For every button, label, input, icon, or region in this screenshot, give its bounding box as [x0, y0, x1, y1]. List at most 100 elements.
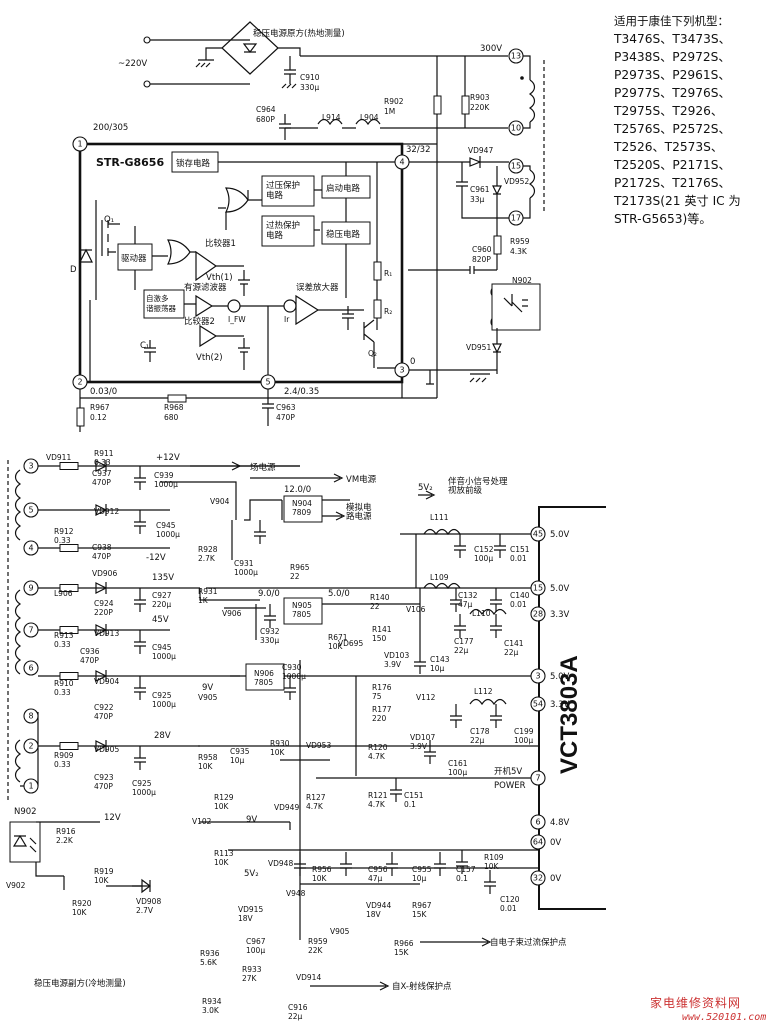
vd947-diode: [408, 156, 509, 168]
winding-dot: [520, 76, 524, 80]
primary-title: 稳压电源原方(热地测量): [253, 28, 345, 39]
l110-inductor: [469, 608, 507, 616]
c964-cap: [279, 114, 291, 140]
note-beam-protect: 自电子束过流保护点: [490, 937, 567, 948]
sec-pin-label: 1: [28, 782, 33, 791]
pin-15-label: 15: [511, 162, 521, 171]
component-label: V902: [6, 881, 26, 890]
block-reg-label: 稳压电路: [326, 229, 361, 240]
diode-glyph: [95, 460, 108, 472]
ic-pin-4: [394, 154, 410, 170]
component-label: VD914: [296, 973, 321, 982]
label-32-32: 32/32: [406, 145, 431, 155]
vct-pin: [530, 814, 546, 830]
err-amp-label: 误差放大器: [296, 282, 339, 293]
n902-wire: [35, 821, 100, 890]
label-003: 0.03/0: [90, 387, 117, 397]
ifw-label: I_FW: [228, 315, 246, 324]
component-label: VD949: [274, 803, 299, 812]
sec-pin-label: 9: [28, 584, 33, 593]
secondary-labels: +12V场电源VM电源5V₂伴音小信号处理视放前级模拟电路电源12.0/0135…: [6, 449, 567, 1021]
vct-pin-voltage: 5.0V: [550, 530, 570, 540]
q1-label: Q₁: [104, 215, 114, 225]
ground-symbol-3: [469, 373, 490, 383]
secondary-title: 稳压电源副方(冷地测量): [34, 978, 126, 989]
model-line: T2526、T2573S、: [614, 140, 724, 154]
rail-label-field_psu: 场电源: [250, 462, 276, 473]
or-gate-1: [225, 187, 249, 213]
model-line: P2172S、T2176S、: [614, 176, 731, 190]
sec-pin-label: 4: [28, 544, 33, 553]
note-xray-protect: 自X-射线保护点: [392, 981, 452, 992]
capacitor-glyph: [490, 588, 502, 612]
rail-label-v5: 5V₂: [418, 483, 433, 493]
sec-pin: [23, 708, 39, 724]
capacitor-glyph: [294, 852, 306, 876]
l904-label: L904: [360, 113, 379, 122]
capacitor-glyph: [134, 466, 146, 490]
resistor-glyph: [59, 544, 79, 552]
primary-bottom-wire: [79, 389, 437, 432]
sec-pin-label: 8: [28, 712, 33, 721]
n904-regulator: [283, 495, 323, 523]
vct-pin-voltage: 5.0V: [550, 672, 570, 682]
model-line: P3438S、P2972S、: [614, 50, 731, 64]
c961-cap: [456, 162, 509, 219]
component-label: VD911: [46, 453, 71, 462]
capacitor-glyph: [494, 534, 506, 558]
capacitor-glyph: [284, 676, 296, 700]
component-label: VD948: [268, 859, 293, 868]
sec-pin: [23, 738, 39, 754]
optocoupler-n902: [491, 283, 541, 331]
ac-terminal-bottom: [143, 80, 151, 88]
rail-label-v5005: 5.0/0: [328, 589, 350, 599]
vct-pin: [530, 526, 546, 542]
block-start-label: 启动电路: [326, 183, 361, 194]
model-line: STR-G5653)等。: [614, 212, 712, 226]
primary-winding-leads: [523, 55, 531, 129]
sec-pin: [23, 778, 39, 794]
rail-label-vm12: -12V: [146, 553, 166, 563]
filter-capacitors: [134, 466, 506, 894]
vct-pin-voltage: 3.3V: [550, 700, 570, 710]
r903-resistor: [433, 95, 442, 115]
component-label: L906: [54, 589, 73, 598]
block-filter-label: 自激多谐振荡器: [146, 293, 176, 313]
capacitor-glyph: [134, 588, 146, 612]
capacitor-glyph: [490, 704, 502, 728]
n906-regulator: [245, 663, 285, 691]
resistor-glyph: [59, 672, 79, 680]
vct-pin-number: 28: [533, 610, 543, 619]
sec-pin-label: 6: [28, 664, 33, 673]
q2-transistor: [363, 162, 378, 368]
component-label: L112: [474, 687, 493, 696]
ic-pin-wires: [87, 143, 497, 398]
comp1-label: 比较器1: [205, 238, 236, 249]
component-label: V102: [192, 817, 212, 826]
rail-label-v12b: 12.0/0: [284, 485, 311, 495]
l914-label: L914: [322, 113, 341, 122]
component-label: V904: [210, 497, 230, 506]
component-label: VD906: [92, 569, 117, 578]
component-label: V905: [198, 693, 218, 702]
